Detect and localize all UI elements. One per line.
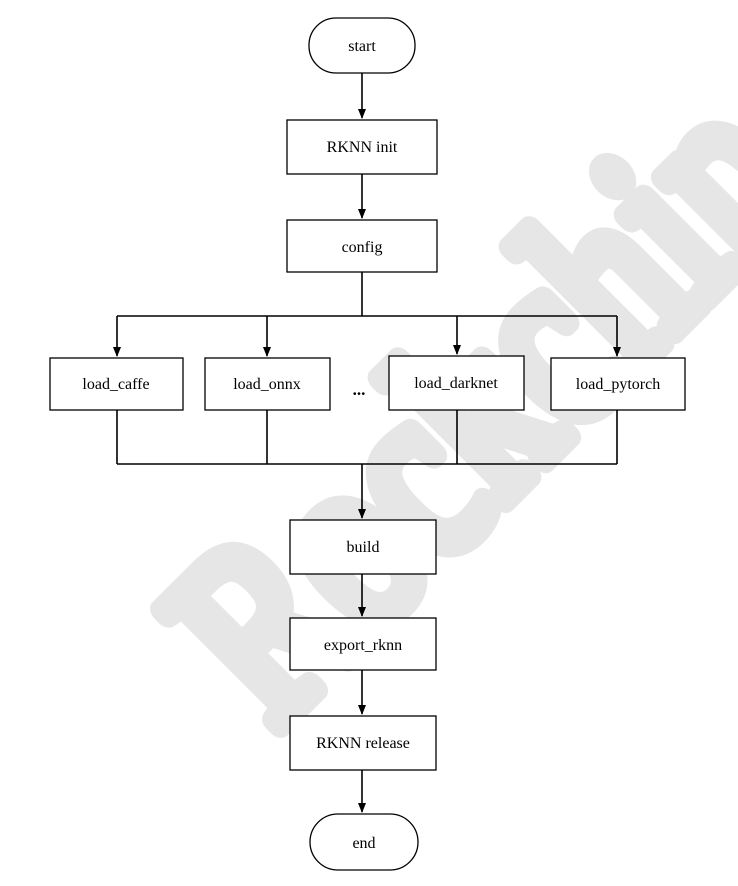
node-config-label: config <box>342 239 383 256</box>
node-export-rknn: export_rknn <box>289 617 437 671</box>
node-build: build <box>289 519 437 575</box>
node-end: end <box>309 813 419 871</box>
node-start-label: start <box>348 38 376 55</box>
node-load-darknet-label: load_darknet <box>414 375 498 392</box>
node-load-onnx: load_onnx <box>204 357 331 411</box>
node-rknn-release-label: RKNN release <box>316 735 410 752</box>
node-build-label: build <box>347 539 380 556</box>
node-rknn-init: RKNN init <box>286 119 438 175</box>
node-load-caffe: load_caffe <box>49 357 184 411</box>
node-start: start <box>308 17 416 74</box>
node-config: config <box>286 219 438 273</box>
node-ellipsis: ... <box>353 380 366 399</box>
node-rknn-init-label: RKNN init <box>327 139 398 156</box>
node-end-label: end <box>352 835 375 852</box>
edges <box>113 73 621 813</box>
node-load-pytorch: load_pytorch <box>550 357 686 411</box>
node-rknn-release: RKNN release <box>289 715 437 771</box>
node-load-darknet: load_darknet <box>388 355 525 411</box>
node-load-pytorch-label: load_pytorch <box>576 376 660 393</box>
node-load-caffe-label: load_caffe <box>82 376 149 393</box>
node-export-rknn-label: export_rknn <box>324 637 402 654</box>
node-load-onnx-label: load_onnx <box>233 376 301 393</box>
